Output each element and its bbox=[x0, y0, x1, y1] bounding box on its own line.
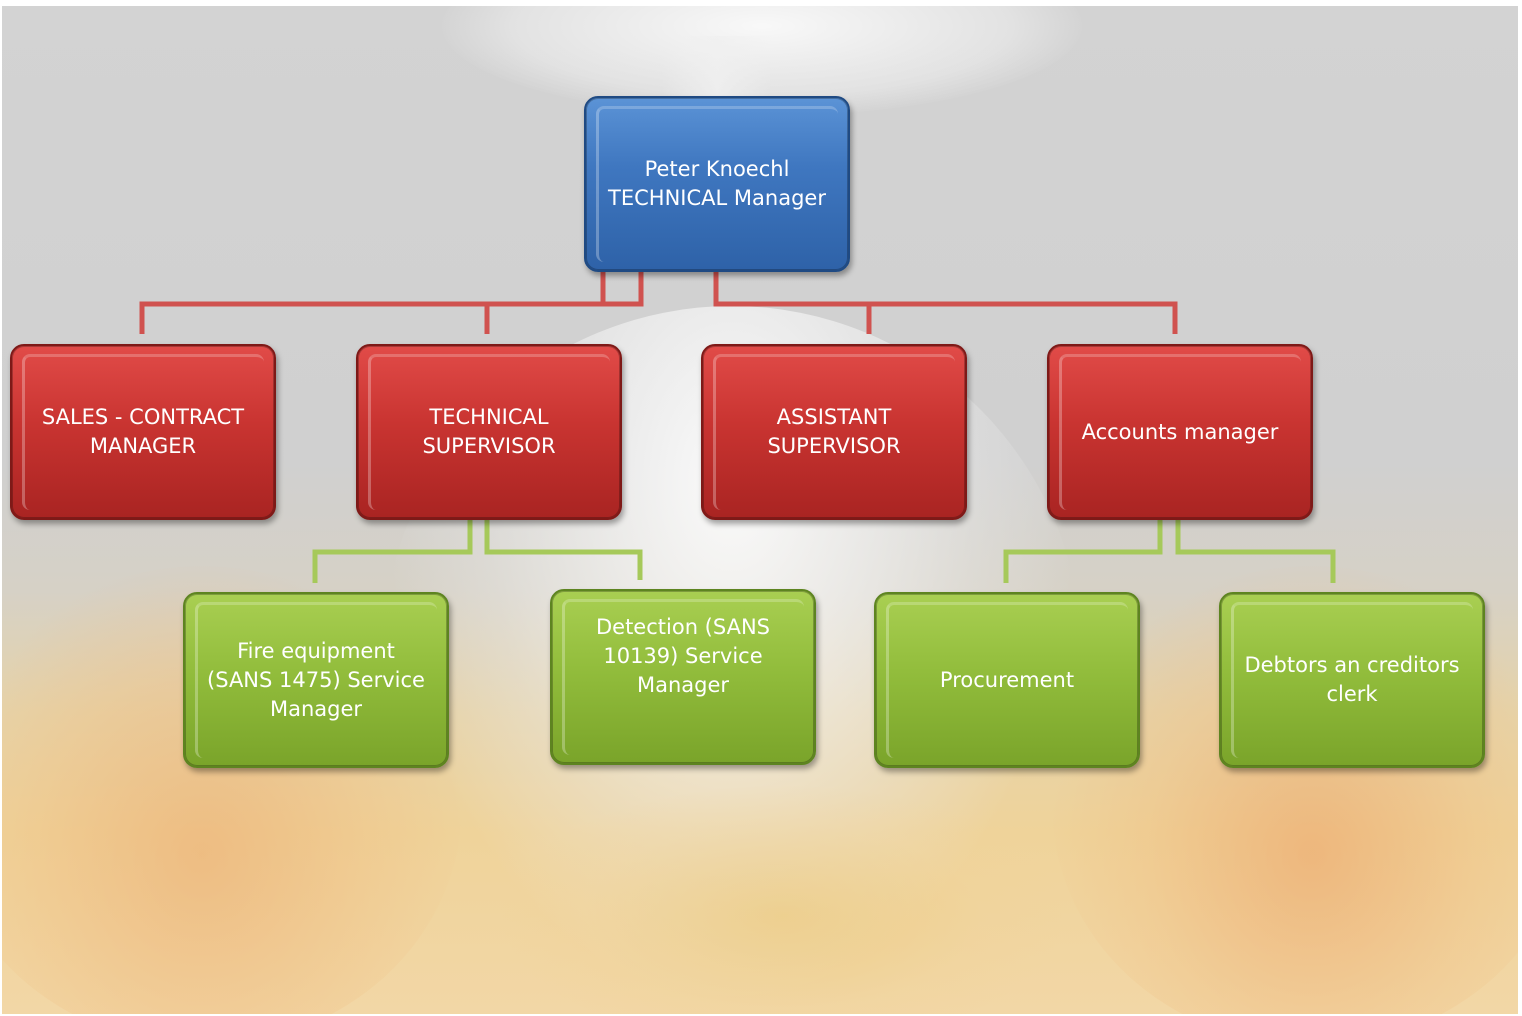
node-label-line: Detection (SANS bbox=[595, 615, 770, 639]
node-technical-supervisor: TECHNICAL SUPERVISOR bbox=[356, 344, 622, 520]
node-fire-equipment-service-manager: Fire equipment (SANS 1475) Service Manag… bbox=[183, 592, 449, 768]
connector-root-to-accounts-manager bbox=[713, 272, 1178, 334]
node-technical-manager-title: TECHNICAL Manager bbox=[608, 186, 826, 210]
node-label-line: Debtors an creditors bbox=[1244, 653, 1460, 677]
node-label-line: 10139) Service bbox=[603, 644, 763, 668]
node-label-line: MANAGER bbox=[89, 434, 197, 458]
node-label-line: clerk bbox=[1326, 682, 1378, 706]
node-label-line: TECHNICAL bbox=[429, 405, 549, 429]
connector-accounts-to-procurement bbox=[1003, 520, 1163, 583]
node-label-line: Manager bbox=[636, 673, 730, 697]
connector-supervisor-to-detection bbox=[484, 520, 643, 580]
node-label-line: Accounts manager bbox=[1081, 419, 1279, 444]
node-technical-manager-name: Peter Knoechl bbox=[644, 157, 790, 181]
connector-root-to-sales-manager bbox=[139, 272, 606, 334]
node-label-line: (SANS 1475) Service bbox=[207, 667, 425, 692]
connector-supervisor-to-fire-equipment bbox=[312, 520, 473, 583]
node-label-line: SUPERVISOR bbox=[422, 434, 556, 458]
node-detection-service-manager: Detection (SANS 10139) Service Manager bbox=[550, 589, 816, 765]
node-label-line: Procurement bbox=[939, 667, 1075, 692]
node-technical-manager: Peter Knoechl TECHNICAL Manager bbox=[584, 96, 850, 272]
connector-root-to-technical-supervisor bbox=[484, 272, 644, 334]
node-debtors-creditors-clerk: Debtors an creditors clerk bbox=[1219, 592, 1485, 768]
node-label-line: ASSISTANT bbox=[776, 405, 892, 429]
node-sales-contract-manager: SALES - CONTRACT MANAGER bbox=[10, 344, 276, 520]
node-label-line: SUPERVISOR bbox=[767, 434, 901, 458]
node-accounts-manager: Accounts manager bbox=[1047, 344, 1313, 520]
node-label-line: Fire equipment bbox=[237, 638, 395, 663]
connector-accounts-to-debtors-clerk bbox=[1175, 520, 1336, 583]
node-assistant-supervisor: ASSISTANT SUPERVISOR bbox=[701, 344, 967, 520]
node-label-line: SALES - CONTRACT bbox=[41, 405, 245, 429]
node-label-line: Manager bbox=[269, 696, 363, 721]
node-procurement: Procurement bbox=[874, 592, 1140, 768]
